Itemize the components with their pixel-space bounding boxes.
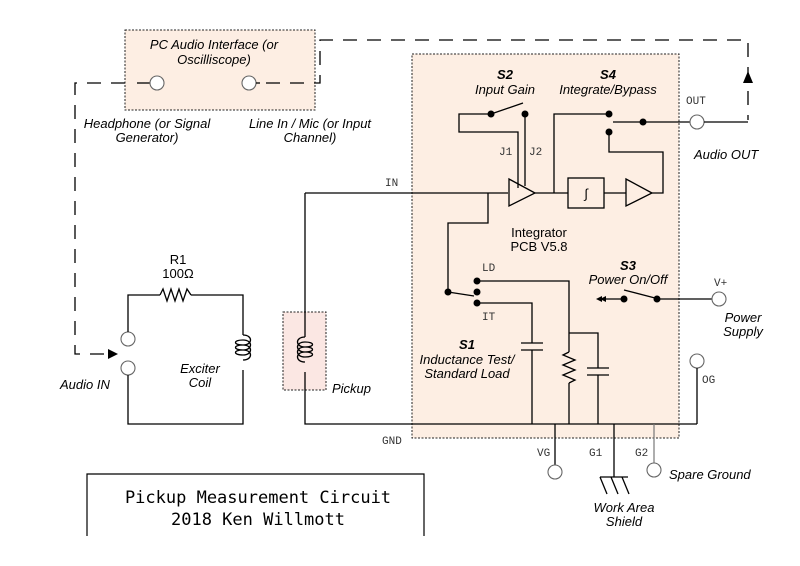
linein-label-1: Line In / Mic (or Input [249,116,372,131]
headphone-label-2: Generator) [116,130,179,145]
s4-contact-bypass [605,110,613,118]
pin-in: IN [385,178,398,190]
pin-it: IT [482,312,496,324]
r1-name: R1 [170,252,187,267]
headphone-jack[interactable] [149,75,165,91]
integral-symbol: ∫ [583,186,589,201]
audio-out-label: Audio OUT [693,147,759,162]
pickup-coil [296,336,314,363]
pin-g1: G1 [589,448,603,460]
s4-desc: Integrate/Bypass [559,82,657,97]
audio-in-jack-bottom[interactable] [120,360,136,376]
s3-contact-out [620,295,628,303]
pc-interface-title-1: PC Audio Interface (or [150,37,279,52]
s3-desc: Power On/Off [589,272,669,287]
s4-contact-integrate [605,128,613,136]
s4-label: S4 [600,67,617,82]
linein-label-2: Channel) [284,130,337,145]
pickup-label: Pickup [332,381,371,396]
title-line-1: Pickup Measurement Circuit [125,488,391,508]
power-label-2: Supply [723,324,764,339]
pc-audio-interface-box [124,29,316,111]
exciter-coil [234,334,252,361]
power-jack[interactable] [711,291,727,307]
work-area-label-1: Work Area [594,500,655,515]
s2-switch-lever[interactable] [490,102,524,115]
s2-label: S2 [497,67,514,82]
spare-ground-jack[interactable] [646,462,662,478]
audio-out-cable [266,39,749,120]
audio-in-arrow-icon [108,349,118,359]
pin-out: OUT [686,96,706,108]
power-out-arrow-icon [596,296,602,302]
r1-resistor [159,286,192,304]
s2-contact-j2 [521,110,529,118]
work-area-label-2: Shield [606,514,643,529]
exciter-label-2: Coil [189,375,213,390]
audio-in-cable [74,82,125,355]
title-block [86,473,425,536]
s1-switch-lever[interactable] [447,291,475,297]
s1-desc-2: Standard Load [424,366,510,381]
audio-in-label: Audio IN [59,377,110,392]
power-label-1: Power [725,310,763,325]
pin-j1: J1 [499,147,513,159]
output-amplifier [625,177,654,208]
audio-in-jack-top[interactable] [120,331,136,347]
pin-ld: LD [482,263,496,275]
title-line-2: 2018 Ken Willmott [171,510,345,530]
linein-jack[interactable] [241,75,257,91]
s1-label: S1 [459,337,475,352]
load-resistor [561,351,577,384]
s2-desc: Input Gain [475,82,535,97]
pin-og: OG [702,375,715,387]
s1-contact-center [473,288,481,296]
s3-switch-lever[interactable] [623,289,656,299]
audio-out-arrow-icon [743,71,753,83]
og-jack[interactable] [689,353,705,369]
r1-value: 100Ω [162,266,194,281]
vg-jack[interactable] [547,464,563,480]
pin-gnd: GND [382,436,402,448]
pin-vplus: V+ [714,278,727,290]
integrator-name-2: PCB V5.8 [510,239,567,254]
input-amplifier [508,177,537,208]
audio-out-jack[interactable] [689,114,705,130]
pin-vg: VG [537,448,550,460]
exciter-label-1: Exciter [180,361,220,376]
pin-g2: G2 [635,448,648,460]
headphone-label-1: Headphone (or Signal [84,116,212,131]
s3-label: S3 [620,258,637,273]
integrator-name-1: Integrator [511,225,567,240]
spare-ground-label: Spare Ground [669,467,751,482]
integrator-pcb-box [411,53,680,439]
s1-desc-1: Inductance Test/ [420,352,516,367]
pc-interface-title-2: Oscilliscope) [177,52,251,67]
pin-j2: J2 [529,147,542,159]
